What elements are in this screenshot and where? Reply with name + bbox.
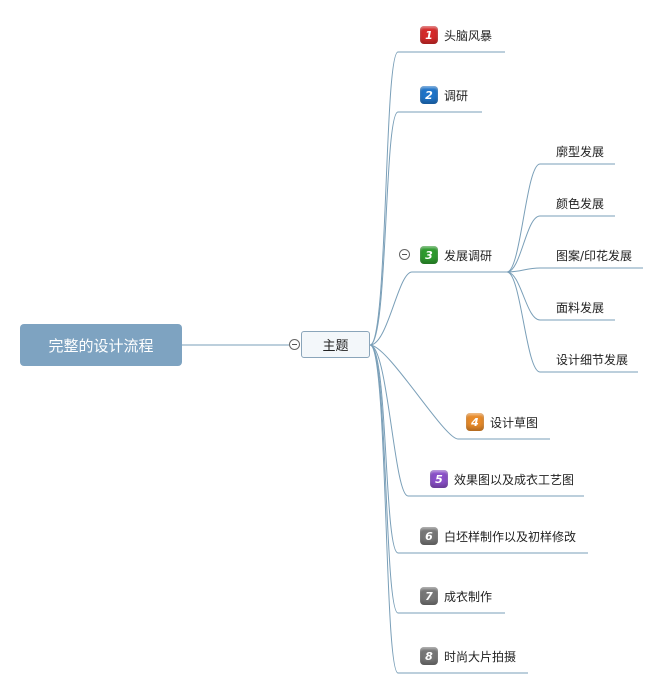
connector-sub-2 [506,215,615,273]
connector-sub-5 [506,271,638,373]
connector-sub-3 [506,267,643,273]
connector-branch-4 [369,344,550,440]
connector-sub-1 [506,163,615,273]
branch-node-3[interactable]: 3 发展调研 [420,246,492,264]
branch-label: 白坯样制作以及初样修改 [444,529,577,544]
sub-branch-node-3[interactable]: 图案/印花发展 [556,249,633,263]
priority-8-icon: 8 [420,647,438,665]
branch-node-1[interactable]: 1 头脑风暴 [420,26,492,44]
priority-3-icon: 3 [420,246,438,264]
branch-label: 效果图以及成衣工艺图 [454,472,575,487]
branch-node-6[interactable]: 6 白坯样制作以及初样修改 [420,527,576,545]
branch-node-5[interactable]: 5 效果图以及成衣工艺图 [430,470,574,488]
connector-branch-3 [369,271,507,346]
branch-label: 设计草图 [490,415,539,430]
priority-4-icon: 4 [466,413,484,431]
topic-node[interactable]: 主题 [301,331,370,358]
connector-branch-6 [369,344,588,554]
branch-node-2[interactable]: 2 调研 [420,86,468,104]
sub-branch-node-5[interactable]: 设计细节发展 [556,353,629,367]
collapse-root-icon[interactable] [289,339,300,350]
priority-5-icon: 5 [430,470,448,488]
branch-label: 调研 [444,88,469,103]
priority-1-icon: 1 [420,26,438,44]
branch-label: 发展调研 [444,248,493,263]
branch-label: 头脑风暴 [444,28,493,43]
sub-branch-node-2[interactable]: 颜色发展 [556,197,605,211]
sub-branch-node-4[interactable]: 面料发展 [556,301,605,315]
connector-branch-7 [369,344,505,614]
connector-sub-4 [506,271,615,321]
connector-branch-8 [369,344,528,674]
branch-label: 成衣制作 [444,589,493,604]
priority-2-icon: 2 [420,86,438,104]
branch-label: 时尚大片拍摄 [444,649,517,664]
root-node[interactable]: 完整的设计流程 [20,324,182,366]
connector-branch-1 [369,51,505,346]
collapse-branch-3-icon[interactable] [399,249,410,260]
connector-branch-5 [369,344,584,497]
connector-branch-2 [369,111,482,346]
branch-node-8[interactable]: 8 时尚大片拍摄 [420,647,516,665]
branch-node-4[interactable]: 4 设计草图 [466,413,538,431]
branch-node-7[interactable]: 7 成衣制作 [420,587,492,605]
priority-7-icon: 7 [420,587,438,605]
priority-6-icon: 6 [420,527,438,545]
sub-branch-node-1[interactable]: 廓型发展 [556,145,605,159]
